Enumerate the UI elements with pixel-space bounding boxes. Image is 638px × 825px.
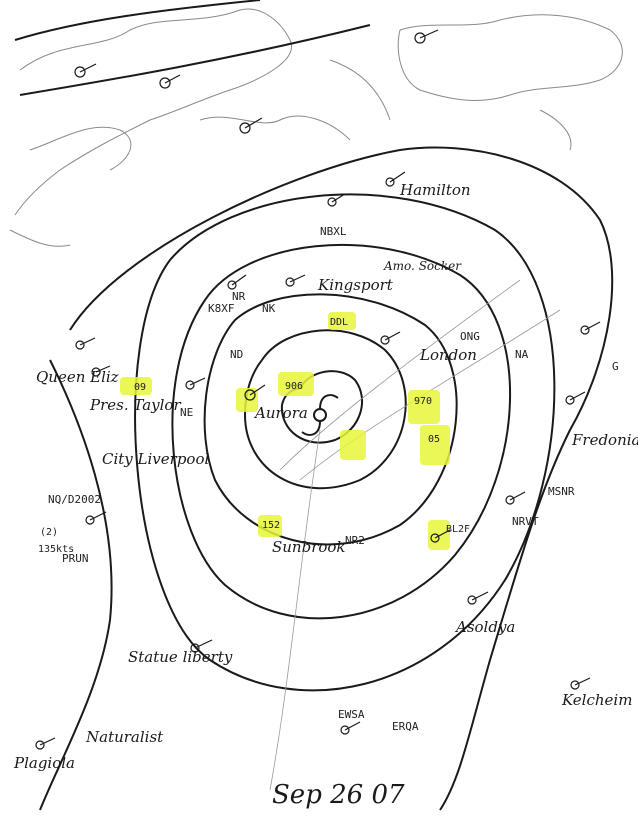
obs-ddl: DDL bbox=[330, 317, 348, 328]
ship-name: Pres. Taylor bbox=[89, 396, 181, 414]
obs-152: 152 bbox=[262, 520, 280, 531]
call-sign: NR2 bbox=[345, 534, 365, 547]
isobar-3 bbox=[203, 293, 458, 546]
call-sign: ONG bbox=[460, 330, 480, 343]
hurricane-symbol bbox=[301, 394, 339, 436]
ship-name: London bbox=[419, 346, 477, 364]
note-2: (2) bbox=[40, 527, 58, 538]
highlights bbox=[120, 312, 450, 550]
obs-05: 05 bbox=[428, 434, 440, 445]
ship-name: Naturalist bbox=[85, 728, 164, 746]
call-sign: MSNR bbox=[548, 485, 575, 498]
obs-bl2f: BL2F bbox=[446, 524, 470, 535]
ship-name: Plagiola bbox=[13, 754, 75, 772]
isobar-9 bbox=[19, 24, 371, 96]
ship-name: Aurora bbox=[253, 404, 308, 422]
obs-09: 09 bbox=[134, 382, 146, 393]
date-label: Sep 26 07 bbox=[272, 780, 405, 810]
call-sign: EWSA bbox=[338, 708, 365, 721]
call-sign: K8XF bbox=[208, 302, 235, 315]
isobar-2 bbox=[243, 329, 407, 490]
call-sign: NBXL bbox=[320, 225, 347, 238]
ship-name: Statue liberty bbox=[128, 648, 233, 666]
obs-970: 970 bbox=[414, 396, 432, 407]
call-sign: NQ/D2002 bbox=[48, 493, 101, 506]
coastline bbox=[9, 8, 623, 247]
call-sign: PRUN bbox=[62, 552, 89, 565]
ship-name: Kingsport bbox=[317, 276, 394, 294]
call-sign: NA bbox=[515, 348, 529, 361]
call-sign: ND bbox=[230, 348, 243, 361]
ship-name: Kelcheim bbox=[561, 691, 632, 709]
isobar-7 bbox=[39, 359, 113, 811]
call-sign: NE bbox=[180, 406, 193, 419]
isobar-8 bbox=[14, 0, 261, 41]
isobar-6 bbox=[69, 146, 614, 811]
call-sign: G bbox=[612, 360, 619, 373]
observation-values: 906 09 970 05 DDL BL2F 152 135kts (2) bbox=[38, 317, 470, 555]
call-sign: NRVT bbox=[512, 515, 539, 528]
call-sign: ERQA bbox=[392, 720, 419, 733]
obs-906: 906 bbox=[285, 381, 303, 392]
ship-name: Hamilton bbox=[399, 181, 471, 199]
isobars bbox=[14, 0, 614, 811]
ship-names: Hamilton Kingsport Amo. Socker London Qu… bbox=[13, 181, 638, 772]
ship-name: Amo. Socker bbox=[383, 259, 462, 273]
isobar-4 bbox=[171, 243, 512, 620]
isobar-1 bbox=[280, 370, 364, 444]
call-signs: NBXL K8XF NK NR ND ONG NA MSNR EWSA ERQA… bbox=[48, 225, 619, 733]
call-sign: NK bbox=[262, 302, 276, 315]
note-135kts: 135kts bbox=[38, 544, 74, 555]
ship-name: City Liverpool bbox=[102, 450, 209, 468]
ship-name: Sunbrook bbox=[272, 538, 346, 556]
ship-name: Fredonia bbox=[571, 431, 638, 449]
ship-name: Asoldya bbox=[454, 618, 515, 636]
station-plots bbox=[35, 29, 601, 750]
call-sign: NR bbox=[232, 290, 246, 303]
isobar-5 bbox=[134, 193, 556, 692]
ship-name: Queen Eliz bbox=[36, 368, 119, 386]
